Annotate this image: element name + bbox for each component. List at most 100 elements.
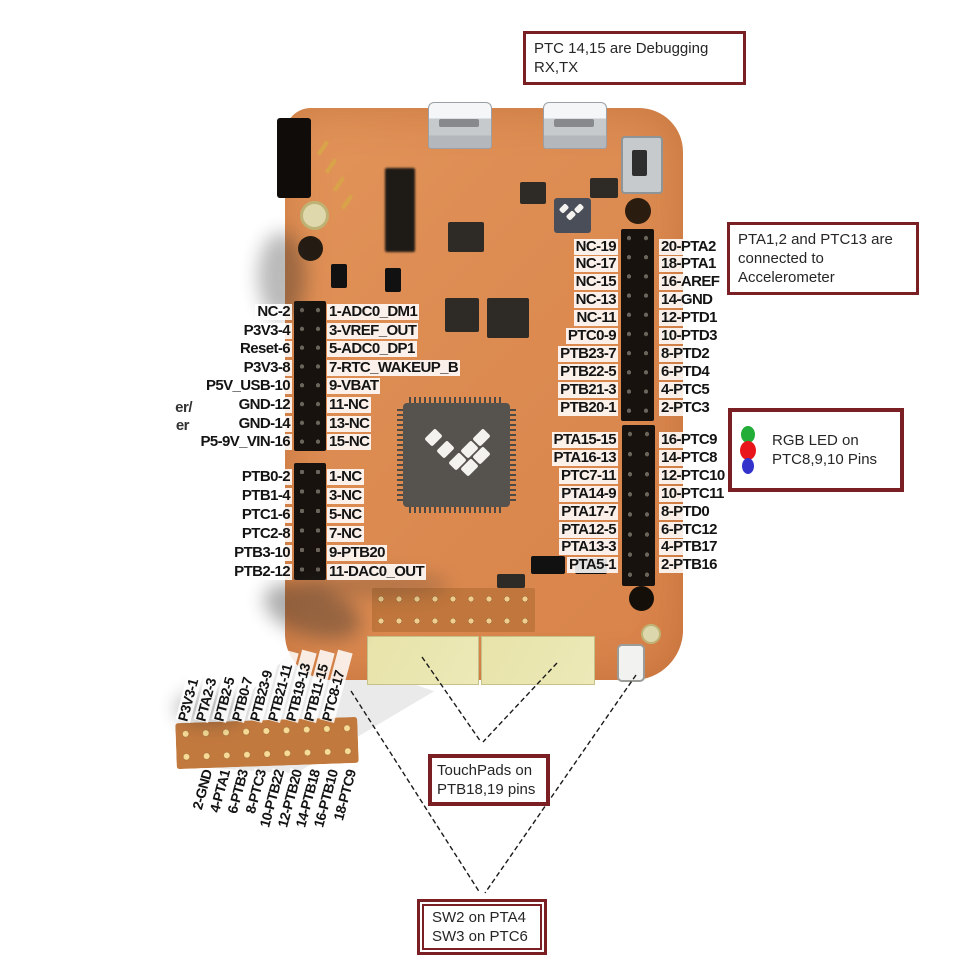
pin-label-left_top-row4-inner: 7-RTC_WAKEUP_B bbox=[327, 358, 461, 376]
pin-label-left_top-row2-inner: 3-VREF_OUT bbox=[327, 321, 419, 339]
silkscreen-mark bbox=[324, 158, 338, 174]
callout-rgb-line2: PTC8,9,10 Pins bbox=[772, 451, 878, 468]
pin-label-right_bottom-row2-inner: 14-PTC8 bbox=[659, 448, 719, 466]
pin-label-right_top-row6-outer: PTC0-9 bbox=[565, 327, 618, 344]
smd-component bbox=[448, 222, 484, 252]
pin-label-left_bottom-row3-outer: PTC1-6 bbox=[239, 506, 292, 523]
pin-label-right_bottom-row2-outer: PTA16-13 bbox=[551, 448, 618, 466]
pin-label-left_top-row6-outer: GND-12 bbox=[236, 396, 292, 413]
pin-label-right_top-row9-outer: PTB21-3 bbox=[558, 380, 618, 398]
usb-connector-right bbox=[543, 102, 607, 149]
pin-label-left_top-row2-outer: P3V3-4 bbox=[241, 321, 292, 339]
pin-label-right_bottom-row7-outer: PTA13-3 bbox=[559, 538, 618, 556]
smd-component bbox=[497, 574, 525, 588]
pin-label-right_bottom-row7-inner: 4-PTB17 bbox=[659, 538, 719, 556]
callout-sw-line1: SW2 on PTA4 bbox=[432, 909, 526, 926]
brand-logo-print bbox=[554, 198, 591, 233]
callout-debug: PTC 14,15 are Debugging RX,TX bbox=[523, 31, 746, 85]
pin-label-left_bottom-row6-outer: PTB2-12 bbox=[232, 563, 292, 580]
pin-label-left_bottom-row3-inner: 5-NC bbox=[327, 506, 364, 523]
pin-label-left_bottom-row4-outer: PTC2-8 bbox=[239, 525, 292, 542]
smd-component bbox=[487, 298, 529, 338]
pin-label-right_top-row2-inner: 18-PTA1 bbox=[659, 255, 718, 273]
silkscreen-mark bbox=[340, 194, 354, 210]
pin-label-right_top-row10-inner: 2-PTC3 bbox=[659, 398, 712, 416]
jumper bbox=[531, 556, 565, 574]
green-led-dot bbox=[741, 426, 755, 443]
reset-button bbox=[621, 136, 663, 194]
touchpad-left bbox=[367, 636, 479, 685]
callout-accelerometer: PTA1,2 and PTC13 are connected to Accele… bbox=[727, 222, 919, 295]
pin-label-right_bottom-row8-outer: PTA5-1 bbox=[567, 556, 618, 574]
pin-label-left_top-row5-outer: P5V_USB-10 bbox=[203, 377, 292, 395]
red-led-dot bbox=[740, 441, 756, 460]
callout-rgb-line1: RGB LED on bbox=[772, 432, 859, 449]
pin-label-right_top-row8-inner: 6-PTD4 bbox=[659, 362, 712, 380]
pin-label-left_bottom-row1-outer: PTB0-2 bbox=[239, 468, 292, 485]
pin-label-right_bottom-row5-inner: 8-PTD0 bbox=[659, 502, 712, 520]
callout-debug-line2: RX,TX bbox=[534, 59, 579, 76]
rgb-dots bbox=[740, 426, 756, 474]
pin-label-right_bottom-row6-inner: 6-PTC12 bbox=[659, 520, 719, 538]
pin-label-right_bottom-row4-inner: 10-PTC11 bbox=[659, 484, 726, 502]
pin-label-left_bottom-row5-outer: PTB3-10 bbox=[232, 544, 292, 561]
smd-component bbox=[590, 178, 618, 198]
pin-label-right_top-row3-outer: NC-15 bbox=[573, 273, 618, 291]
pin-label-left_top-row6-inner: 11-NC bbox=[327, 396, 371, 413]
edge-connector bbox=[277, 118, 311, 198]
io-footprint-holes bbox=[372, 588, 535, 632]
callout-touchpads: TouchPads on PTB18,19 pins bbox=[428, 754, 550, 806]
callout-accel-line1: PTA1,2 and PTC13 are bbox=[738, 231, 893, 248]
pin-label-right_top-row7-outer: PTB23-7 bbox=[558, 344, 618, 362]
smd-component bbox=[520, 182, 546, 204]
header-left-top bbox=[294, 301, 326, 451]
callout-touch-line1: TouchPads on bbox=[437, 762, 533, 779]
pin-label-right_top-row4-outer: NC-13 bbox=[573, 291, 618, 309]
pin-label-left_top-row7-inner: 13-NC bbox=[327, 414, 372, 432]
pin-label-left_bottom-row1-inner: 1-NC bbox=[327, 468, 364, 485]
callout-rgb-led: RGB LED on PTC8,9,10 Pins bbox=[728, 408, 904, 492]
smd-component bbox=[445, 298, 479, 332]
touchpad-right bbox=[481, 636, 595, 685]
jumper bbox=[331, 264, 347, 288]
pin-label-right_bottom-row3-outer: PTC7-11 bbox=[559, 466, 618, 484]
pin-label-left_bottom-row2-inner: 3-NC bbox=[327, 487, 364, 504]
pin-label-left_top-row4-outer: P3V3-8 bbox=[241, 358, 292, 376]
pin-label-right_bottom-row6-outer: PTA12-5 bbox=[559, 520, 618, 538]
pin-label-left_top-row5-inner: 9-VBAT bbox=[327, 377, 381, 395]
pin-label-right_bottom-row3-inner: 12-PTC10 bbox=[659, 466, 727, 484]
partial-text-2: er bbox=[175, 417, 190, 434]
callout-sw-line2: SW3 on PTC6 bbox=[432, 928, 528, 945]
hole-small-right bbox=[641, 624, 661, 644]
pin-label-right_top-row1-inner: 20-PTA2 bbox=[659, 237, 718, 255]
pin-label-right_top-row1-outer: NC-19 bbox=[573, 237, 618, 255]
pin-label-right_bottom-row4-outer: PTA14-9 bbox=[559, 484, 618, 502]
mounting-hole-top-right bbox=[625, 198, 651, 224]
silkscreen-mark bbox=[332, 176, 346, 192]
silkscreen-mark bbox=[316, 140, 330, 156]
callout-switches: SW2 on PTA4 SW3 on PTC6 bbox=[417, 899, 547, 955]
jumper bbox=[385, 268, 401, 292]
pin-label-left_top-row1-inner: 1-ADC0_DM1 bbox=[327, 303, 420, 320]
pin-label-right_top-row7-inner: 8-PTD2 bbox=[659, 344, 712, 362]
mounting-hole-top-left bbox=[300, 201, 329, 230]
pin-label-left_top-row8-outer: P5-9V_VIN-16 bbox=[198, 433, 292, 451]
blue-led-dot bbox=[742, 458, 754, 474]
callout-accel-line3: Accelerometer bbox=[738, 269, 835, 286]
pin-label-right_top-row5-outer: NC-11 bbox=[574, 309, 618, 327]
pin-label-right_bottom-row5-outer: PTA17-7 bbox=[559, 502, 618, 520]
pin-label-left_top-row7-outer: GND-14 bbox=[236, 414, 292, 432]
pin-label-left_top-row1-outer: NC-2 bbox=[255, 303, 292, 320]
pin-label-left_bottom-row2-outer: PTB1-4 bbox=[239, 487, 292, 504]
pin-label-right_bottom-row1-outer: PTA15-15 bbox=[551, 431, 618, 448]
pin-label-right_bottom-row8-inner: 2-PTB16 bbox=[659, 556, 719, 574]
smd-component bbox=[385, 168, 415, 252]
pin-label-left_top-row3-outer: Reset-6 bbox=[238, 340, 292, 358]
partial-text-1: er/ bbox=[175, 399, 192, 416]
mcu-chip bbox=[397, 397, 516, 513]
callout-touch-line2: PTB18,19 pins bbox=[437, 781, 536, 798]
pin-label-right_top-row9-inner: 4-PTC5 bbox=[659, 380, 712, 398]
pin-label-right_bottom-row1-inner: 16-PTC9 bbox=[659, 431, 719, 448]
callout-debug-line1: PTC 14,15 are Debugging bbox=[534, 40, 709, 57]
